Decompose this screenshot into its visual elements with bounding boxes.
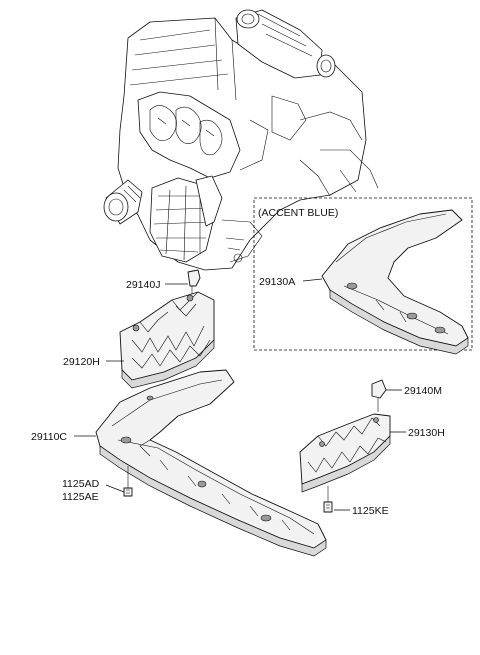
engine-assembly — [103, 9, 379, 271]
clip-29140m — [371, 379, 387, 412]
heat-shield-29120h — [119, 291, 215, 389]
label-29110c: 29110C — [31, 431, 67, 443]
label-1125ke: 1125KE — [352, 505, 389, 517]
label-1125ae: 1125AE — [62, 491, 99, 503]
leader-lines — [74, 278, 406, 511]
label-29140j: 29140J — [126, 279, 160, 291]
bolt-1125ke — [323, 486, 333, 513]
label-29120h: 29120H — [63, 356, 100, 368]
label-1125ad: 1125AD — [62, 478, 100, 490]
under-cover-29110c — [95, 369, 327, 557]
under-cover-29130a — [321, 209, 469, 355]
label-29130h: 29130H — [408, 427, 445, 439]
label-29130a: 29130A — [259, 276, 295, 288]
variant-box-title: (ACCENT BLUE) — [258, 207, 338, 219]
exhaust-manifold — [137, 91, 241, 179]
catalytic-converter — [149, 175, 223, 263]
label-29140m: 29140M — [404, 385, 442, 397]
oil-filter — [103, 179, 143, 225]
intake-cylinder — [235, 9, 336, 79]
heat-shield-29130h — [299, 413, 391, 493]
bolt-1125ad — [123, 466, 133, 497]
